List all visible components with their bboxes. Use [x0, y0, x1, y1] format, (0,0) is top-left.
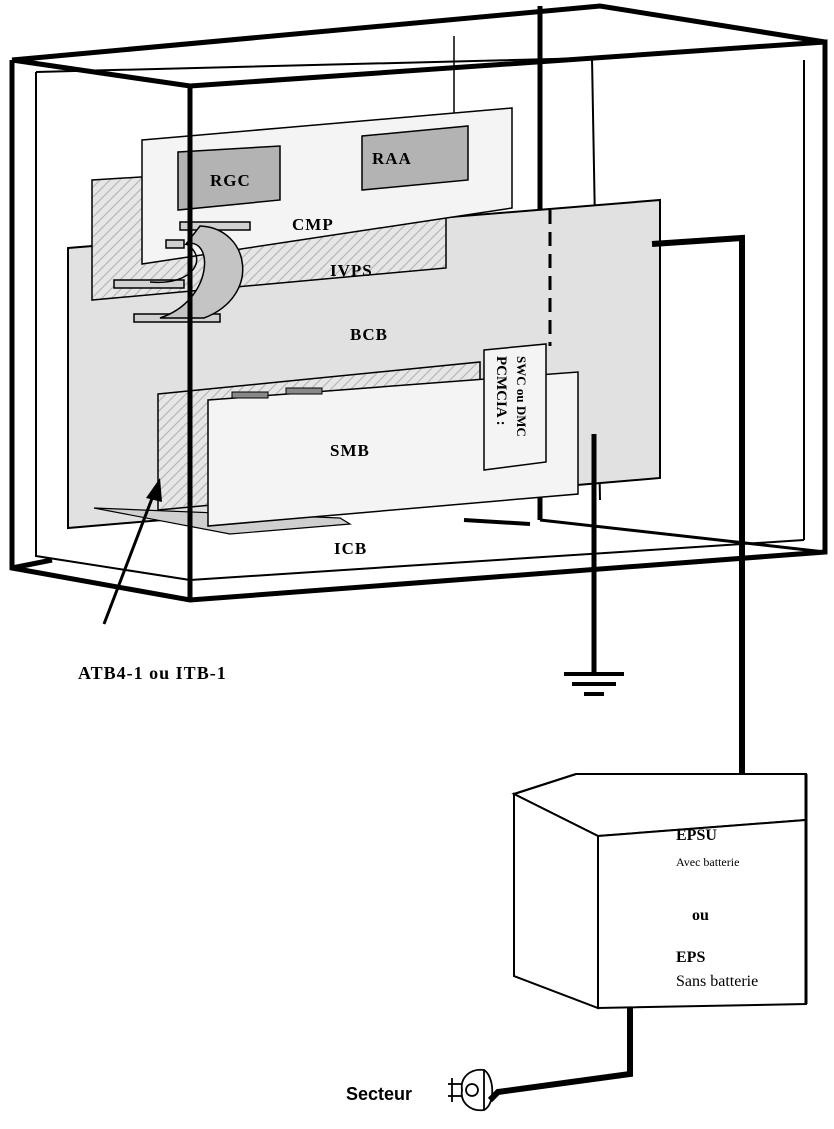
enclosure-front	[9, 39, 828, 603]
mains-label: Secteur	[346, 1084, 412, 1104]
atb-arrow	[102, 478, 162, 625]
power-cable	[651, 234, 745, 780]
raa-chip	[361, 125, 469, 191]
raa-label: RAA	[372, 149, 412, 168]
ivps-label: IVPS	[330, 261, 373, 280]
atb-callout-label: ATB4-1 ou ITB-1	[78, 663, 227, 683]
epsu-sub-label: Avec batterie	[676, 855, 739, 869]
pcmcia-card	[483, 343, 547, 471]
rgc-chip	[177, 145, 281, 211]
bcb-label: BCB	[350, 325, 388, 344]
ribbon-cable	[113, 221, 251, 323]
pcmcia-label: PCMCIA : SWC ou DMC	[493, 356, 529, 437]
eps-label: EPS	[676, 949, 705, 966]
smb-label: SMB	[330, 441, 370, 460]
eps-sub-label: Sans batterie	[676, 973, 758, 990]
cmp-label: CMP	[292, 215, 334, 234]
mains-cable	[487, 1008, 633, 1103]
epsu-label: EPSU	[676, 827, 717, 844]
mains-plug-icon	[448, 1068, 494, 1112]
ground-icon	[564, 434, 624, 696]
pcmcia-label-line2: SWC ou DMC	[514, 356, 529, 437]
pcmcia-label-line1: PCMCIA :	[493, 356, 509, 426]
power-supply-box	[511, 773, 808, 1010]
or-label: ou	[692, 907, 709, 924]
icb-label: ICB	[334, 539, 367, 558]
rgc-label: RGC	[210, 171, 251, 190]
